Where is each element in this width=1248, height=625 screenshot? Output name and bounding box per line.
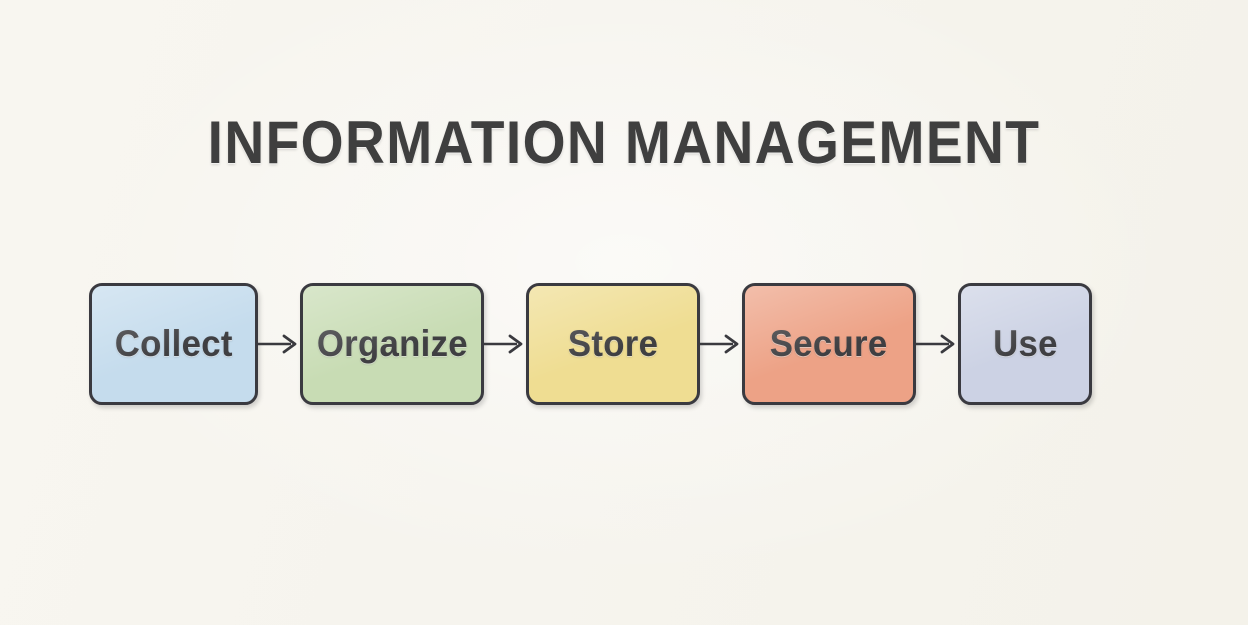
arrow-secure-to-use [916,329,958,359]
arrow-organize-to-store [484,329,526,359]
flow-step-organize[interactable]: Organize [299,283,485,405]
flow-step-label: Secure [770,323,888,364]
flow-chain: Collect Organize Store [89,283,1092,405]
flow-step-label: Store [567,323,659,364]
arrow-collect-to-organize [257,329,300,359]
flow-step-store[interactable]: Store [526,283,700,405]
arrow-store-to-secure [699,329,742,359]
flow-step-label: Organize [316,323,468,364]
diagram-title: INFORMATION MANAGEMENT [207,109,1041,176]
flow-step-label: Collect [114,323,233,364]
flow-step-collect[interactable]: Collect [89,283,258,405]
flow-step-label: Use [992,323,1058,364]
flow-step-use[interactable]: Use [958,283,1092,405]
flow-step-secure[interactable]: Secure [741,283,917,405]
